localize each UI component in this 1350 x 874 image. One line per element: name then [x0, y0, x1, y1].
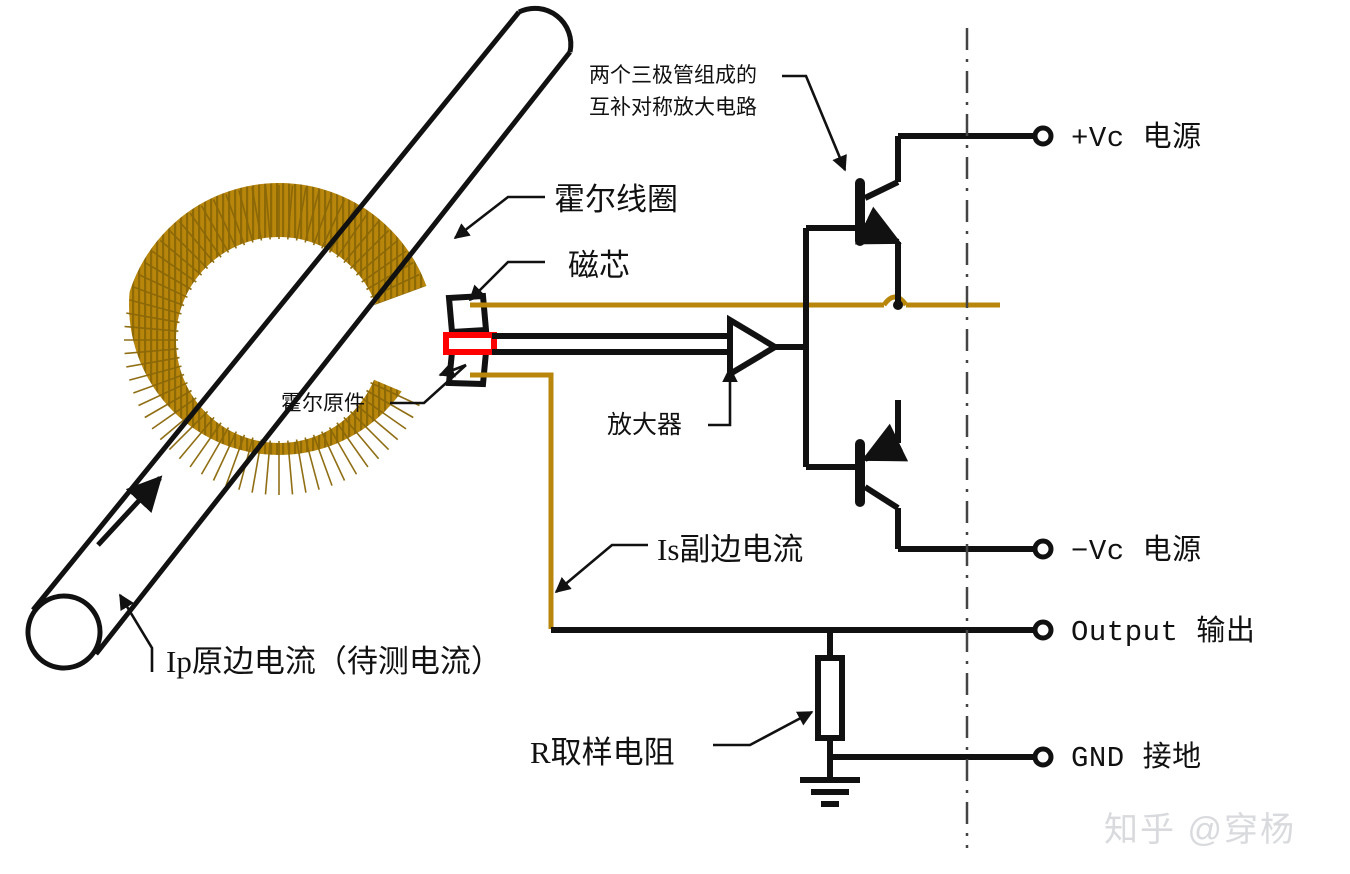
conductor-edge-bottom [94, 50, 572, 656]
core-pole-lower [445, 349, 490, 388]
npn-base-bar [855, 178, 865, 246]
conductor-cap-seam [38, 616, 90, 650]
secondary-winding-leads [470, 294, 1000, 629]
leader-primary-current [118, 593, 154, 672]
terminal-dot-gnd [1032, 746, 1054, 768]
annotation-hall-element: 霍尔原件 [281, 391, 365, 415]
primary-current-arrow [96, 475, 163, 547]
annotation-magnetic-core: 磁芯 [568, 248, 630, 283]
leader-sampling-resistor [713, 710, 814, 747]
terminal-dot-vee [1032, 538, 1054, 560]
annotation-primary-current: Ip原边电流（待测电流） [166, 644, 502, 679]
terminal-label-gnd: GND 接地 [1071, 742, 1202, 775]
conductor-bar [25, 5, 574, 671]
terminal-label-output: Output 输出 [1071, 616, 1256, 649]
gold-lead-lower [470, 372, 554, 629]
push-pull-stage [551, 133, 1035, 780]
annotation-amplifier-pair-note-line1: 两个三极管组成的 [589, 63, 757, 87]
leader-amplifier [708, 366, 738, 427]
annotation-amplifier-pair-note-line2: 互补对称放大电路 [589, 94, 757, 119]
transistor-pnp [855, 423, 909, 511]
conductor-far-cap [517, 5, 574, 53]
terminal-label-vee: −Vc 电源 [1071, 535, 1202, 568]
pnp-base-bar [855, 439, 865, 507]
transistor-npn [854, 178, 902, 246]
watermark: 知乎 @穿杨 [1104, 811, 1296, 849]
conductor-edge-top [31, 10, 521, 612]
leader-hall-element-a [390, 364, 467, 405]
pnp-collector-lead [863, 484, 900, 511]
annotation-amplifier: 放大器 [607, 412, 683, 439]
terminal-dot-output [1032, 619, 1054, 641]
toroid-gap-mask [279, 270, 470, 420]
npn-emitter-lead [854, 206, 902, 245]
terminal-label-vcc: +Vc 电源 [1071, 122, 1202, 155]
leader-hall-element-b [438, 362, 467, 378]
terminal-markers [1032, 125, 1054, 768]
npn-collector-lead [863, 179, 900, 201]
leader-amplifier-note [782, 74, 847, 172]
leader-magnetic-core [468, 260, 545, 302]
leader-hall-coil [453, 195, 545, 240]
core-pole-upper [445, 292, 490, 336]
emitter-node-dot [893, 300, 903, 310]
hall-element-symbol [443, 332, 497, 355]
annotation-secondary-current: Is副边电流 [657, 532, 804, 567]
pnp-emitter-lead [861, 423, 909, 462]
leader-lines [118, 74, 847, 747]
hall-signal-leads [492, 333, 730, 355]
annotation-amplifier-pair-note: 两个三极管组成的 互补对称放大电路 [589, 60, 757, 123]
annotation-sampling-resistor: R取样电阻 [530, 735, 675, 770]
annotation-hall-coil: 霍尔线圈 [554, 182, 678, 217]
leader-secondary-current [554, 543, 648, 594]
toroid-core [124, 183, 470, 495]
amplifier-triangle [727, 314, 781, 380]
resistor-symbol [815, 655, 845, 741]
ground-symbol [800, 777, 860, 807]
terminal-dot-vcc [1032, 125, 1054, 147]
amplifier-symbol [727, 314, 806, 380]
